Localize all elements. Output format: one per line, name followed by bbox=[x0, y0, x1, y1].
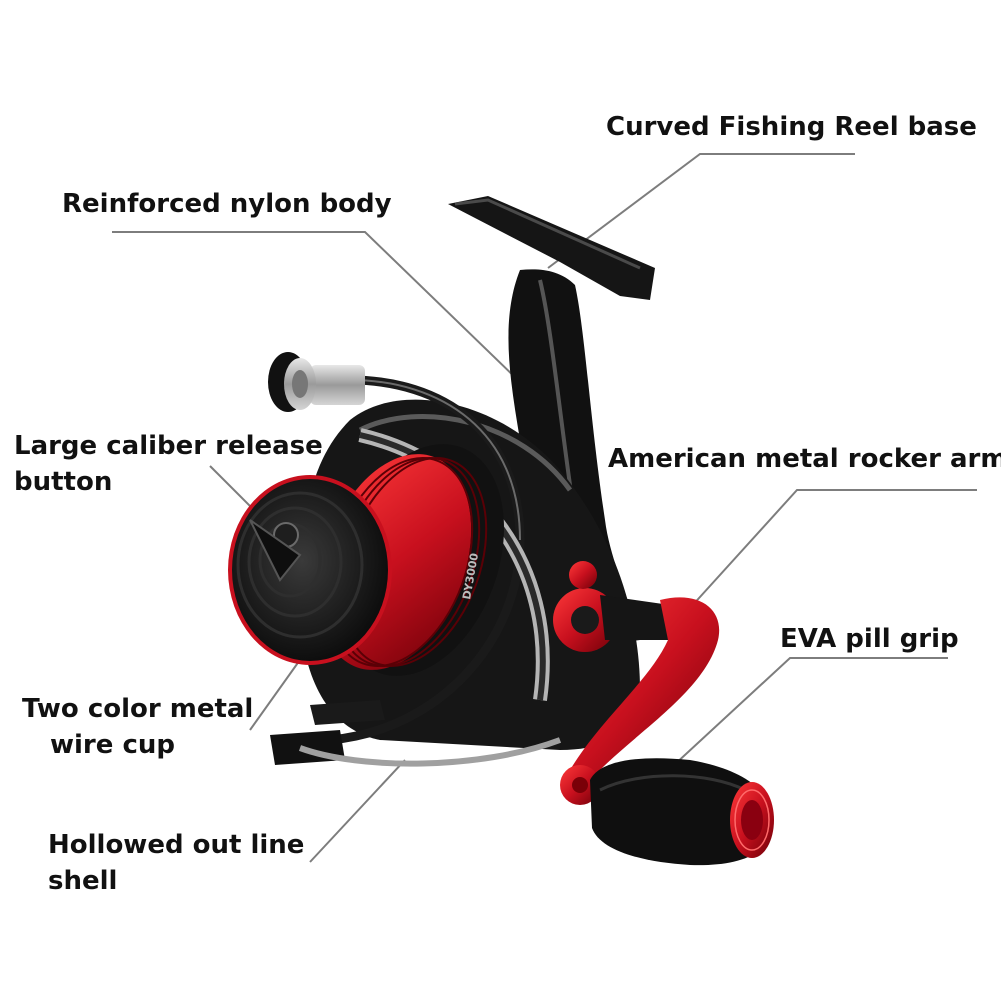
label-release-button-line2: button bbox=[14, 467, 113, 497]
crank-handle bbox=[560, 595, 720, 805]
label-pill-grip: EVA pill grip bbox=[780, 624, 959, 654]
leader-curved-base bbox=[547, 153, 855, 269]
label-rocker-arm: American metal rocker arm bbox=[608, 444, 1001, 474]
spool: DY3000 bbox=[228, 444, 505, 676]
label-curved-base: Curved Fishing Reel base bbox=[606, 112, 977, 142]
label-nylon-body: Reinforced nylon body bbox=[62, 189, 392, 219]
leader-line-shell bbox=[309, 759, 406, 863]
label-release-button-line1: Large caliber release bbox=[14, 431, 323, 461]
eva-knob bbox=[590, 758, 774, 866]
bail-clip bbox=[270, 700, 562, 767]
leader-rocker-arm bbox=[689, 489, 977, 609]
label-line-shell-line1: Hollowed out line bbox=[48, 830, 305, 860]
leader-lines bbox=[112, 153, 977, 863]
label-wire-cup-line1: Two color metal bbox=[22, 694, 254, 724]
label-wire-cup-line2: wire cup bbox=[50, 730, 175, 760]
leader-pill-grip bbox=[659, 657, 948, 779]
leader-nylon-body bbox=[112, 231, 523, 385]
label-line-shell-line2: shell bbox=[48, 866, 118, 896]
reel-foot bbox=[448, 196, 655, 300]
release-knob bbox=[268, 352, 365, 412]
